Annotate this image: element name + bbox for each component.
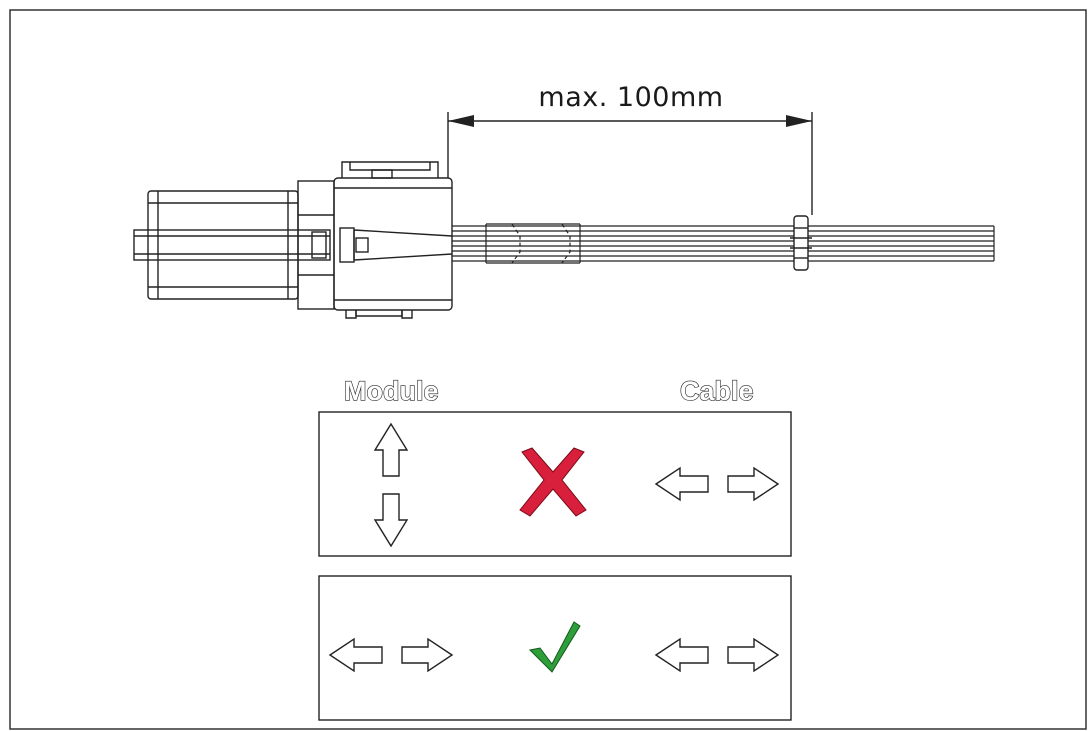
- cable-header: Cable: [679, 375, 754, 406]
- arrow-up-icon: [373, 422, 409, 477]
- dimension-line: [447, 112, 813, 215]
- module-header: Module: [343, 375, 439, 406]
- drawing-border: [9, 9, 1087, 730]
- connector-drawing: [133, 161, 453, 319]
- cable-tie: [790, 215, 812, 271]
- dimension-label: max. 100mm: [538, 82, 724, 113]
- arrow-right-icon: [727, 637, 780, 673]
- arrow-left-icon: [654, 637, 709, 673]
- panel-allowed: [318, 575, 792, 721]
- arrow-left-icon: [328, 637, 383, 673]
- arrow-down-icon: [373, 493, 409, 548]
- arrow-right-icon: [401, 637, 454, 673]
- check-icon: [528, 621, 581, 673]
- arrow-right-icon: [727, 466, 780, 502]
- panel-not-allowed: [318, 411, 792, 557]
- arrow-left-icon: [654, 466, 709, 502]
- cross-icon: [519, 447, 587, 517]
- cable-bundle: [452, 223, 995, 264]
